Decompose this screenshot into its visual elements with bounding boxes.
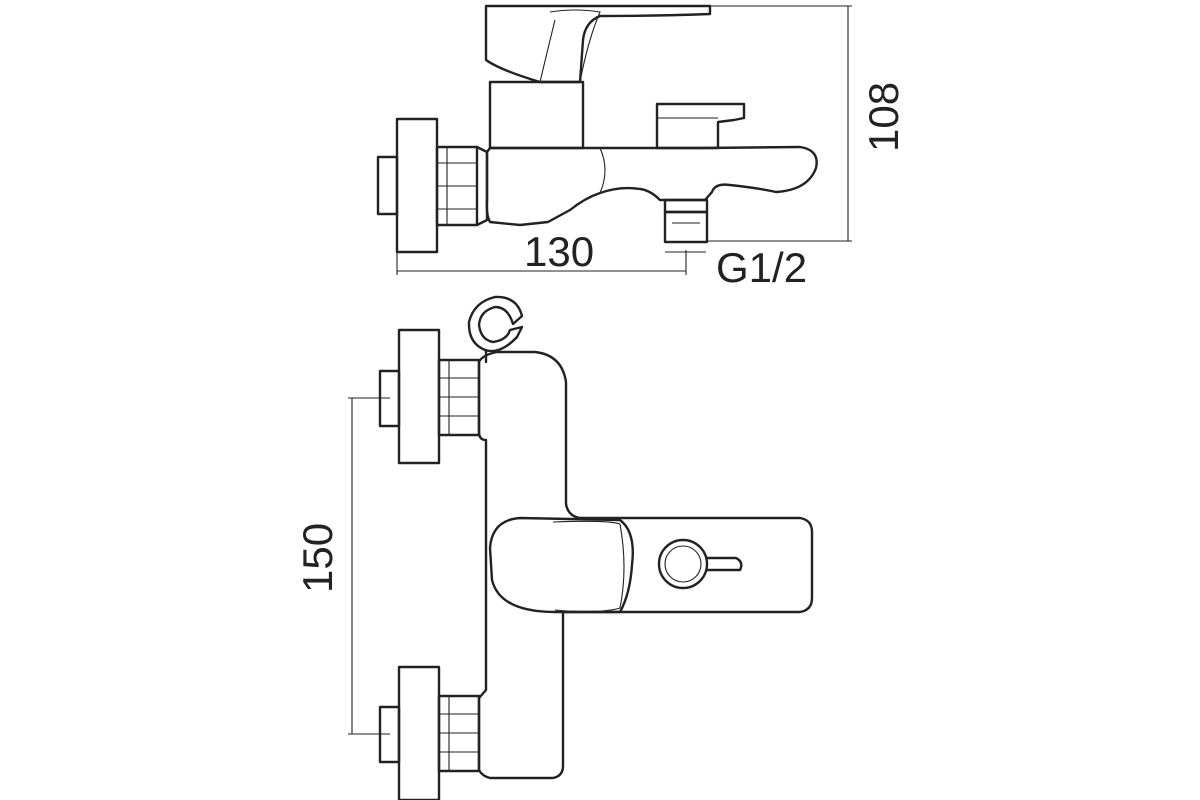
front-lower-eccentric — [378, 665, 481, 800]
side-view: 130 G1/2 108 — [376, 4, 907, 291]
front-upper-eccentric — [378, 328, 481, 465]
dimension-connection-label: G1/2 — [716, 244, 807, 291]
side-wall-eccentric — [376, 117, 489, 254]
front-dimension-lines — [348, 397, 390, 735]
dimension-height-label: 108 — [860, 82, 907, 152]
front-view: 150 — [294, 295, 814, 800]
front-mixer-body — [477, 350, 814, 780]
side-mixer-body — [484, 4, 818, 244]
dimension-width-label: 130 — [524, 228, 594, 275]
side-dimension-lines — [396, 5, 852, 275]
dimension-spacing-label: 150 — [294, 523, 341, 593]
shower-hook — [467, 295, 524, 353]
